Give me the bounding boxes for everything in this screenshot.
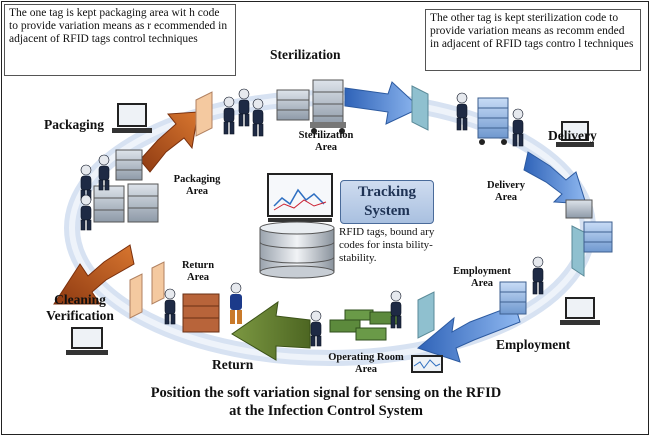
delivery-box-icon bbox=[565, 199, 613, 253]
arrow-sterilization-to-delivery bbox=[344, 81, 421, 125]
arrow-cleaning-to-packaging bbox=[53, 244, 135, 305]
label-employment: Employment bbox=[496, 337, 571, 352]
label-sterilization: Sterilization bbox=[270, 47, 341, 62]
worker-icon bbox=[80, 88, 544, 347]
label-sterilization-area: Sterilization Area bbox=[298, 130, 354, 153]
operating-room-computer-icon bbox=[411, 355, 443, 373]
label-packaging-area: Packaging Area bbox=[173, 174, 221, 197]
caption-line-1: Position the soft variation signal for s… bbox=[150, 385, 502, 401]
caption-line-2: at the Infection Control System bbox=[229, 403, 423, 419]
label-delivery-area: Delivery Area bbox=[487, 180, 525, 203]
return-worker-icon bbox=[230, 282, 242, 324]
operating-room-tray-icon bbox=[329, 309, 401, 341]
label-packaging: Packaging bbox=[44, 117, 105, 132]
note-left: The one tag is kept packaging area wit h… bbox=[4, 4, 236, 76]
gate-packaging bbox=[195, 91, 213, 137]
cleaning-computer-icon bbox=[66, 327, 108, 355]
delivery-cart-icon bbox=[477, 97, 509, 145]
sterilization-shelf-icon bbox=[276, 79, 346, 134]
label-operating-room-area: Operating Room Area bbox=[328, 352, 404, 375]
arrow-return bbox=[231, 300, 311, 361]
label-delivery: Delivery bbox=[548, 128, 597, 143]
label-employment-area: Employment Area bbox=[453, 266, 511, 289]
employment-computer-icon bbox=[560, 297, 600, 325]
tracking-system-box: Tracking System bbox=[340, 180, 434, 224]
gate-delivery bbox=[571, 225, 585, 277]
packaging-shelf-icon bbox=[93, 149, 159, 223]
note-right: The other tag is kept sterilization code… bbox=[425, 9, 641, 71]
database-icon bbox=[259, 221, 335, 279]
gate-return bbox=[151, 261, 165, 305]
delivery-computer-icon bbox=[556, 121, 594, 147]
arrow-packaging-to-sterilization bbox=[139, 111, 199, 173]
return-bin-icon bbox=[182, 293, 220, 333]
gate-cleaning bbox=[129, 273, 143, 319]
label-return: Return bbox=[212, 357, 254, 372]
rfid-description: RFID tags, bound ary codes for insta bil… bbox=[339, 226, 435, 264]
tracking-monitor-icon bbox=[267, 173, 333, 222]
gate-employment bbox=[417, 291, 435, 339]
label-cleaning-verification: Cleaning Verification bbox=[46, 292, 114, 323]
gate-sterilization bbox=[411, 85, 429, 131]
label-return-area: Return Area bbox=[181, 260, 215, 283]
employment-box-icon bbox=[499, 281, 527, 315]
packaging-computer-icon bbox=[112, 103, 152, 133]
